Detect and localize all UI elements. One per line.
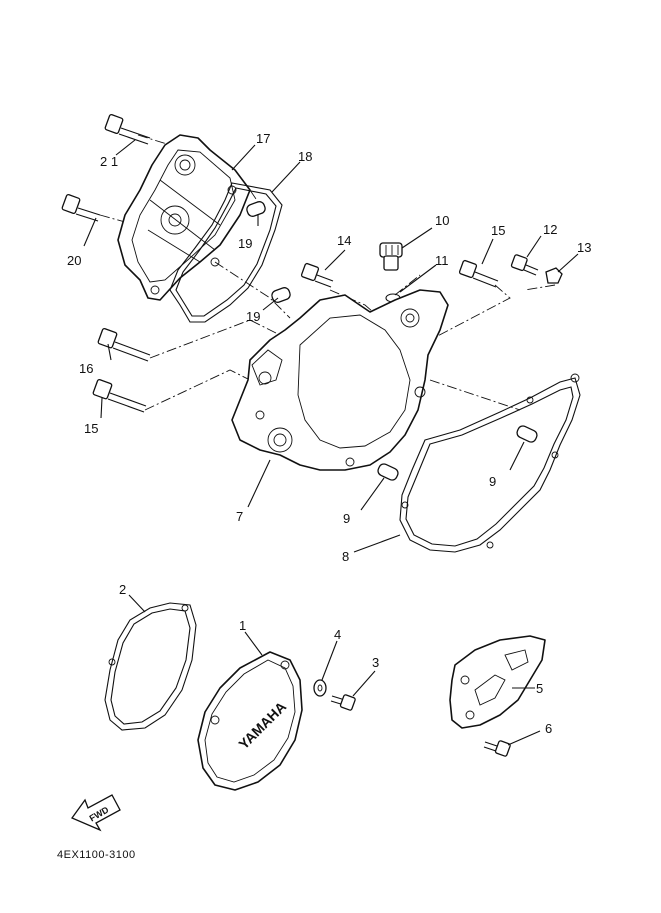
washer-4 [313, 679, 327, 697]
label-3: 3 [372, 655, 379, 670]
label-12: 12 [543, 222, 557, 237]
label-21: 2 1 [100, 154, 118, 169]
clutch-cover-17 [117, 134, 251, 301]
bolt-15-left [92, 379, 147, 413]
gasket-8 [399, 373, 581, 553]
label-7: 7 [236, 509, 243, 524]
generator-cover-1: YAMAHA [197, 651, 303, 791]
label-2: 2 [119, 582, 126, 597]
label-14: 14 [337, 233, 351, 248]
bolt-14 [300, 262, 334, 288]
gasket-2 [104, 602, 197, 731]
label-4: 4 [334, 627, 341, 642]
gasket-18 [169, 182, 283, 323]
label-6: 6 [545, 721, 552, 736]
label-18: 18 [298, 149, 312, 164]
bolt-6 [483, 740, 511, 757]
forward-arrow-icon: FWD [70, 794, 121, 832]
bolt-15-upper [458, 259, 499, 288]
label-17: 17 [256, 131, 270, 146]
leader-lines [83, 139, 579, 746]
bolt-3 [330, 694, 356, 711]
label-8: 8 [342, 549, 349, 564]
label-15-upper: 15 [491, 223, 505, 238]
label-20: 20 [67, 253, 81, 268]
diagram-code: 4EX1100-3100 [57, 849, 136, 861]
bolt-16 [97, 328, 151, 362]
label-9-right: 9 [489, 474, 496, 489]
part-labels: 2 1 17 18 20 19 19 14 10 11 15 12 13 16 … [67, 131, 591, 736]
label-16: 16 [79, 361, 93, 376]
dowel-9-right [516, 425, 538, 443]
label-1: 1 [239, 618, 246, 633]
bolt-21 [104, 114, 151, 145]
sprocket-cover-5 [449, 635, 546, 729]
label-9-left: 9 [343, 511, 350, 526]
oil-plug-10 [379, 242, 403, 271]
label-11: 11 [435, 253, 449, 268]
label-19-upper: 19 [238, 236, 252, 251]
label-10: 10 [435, 213, 449, 228]
bolt-12 [510, 254, 539, 276]
label-19-lower: 19 [246, 309, 260, 324]
label-13: 13 [577, 240, 591, 255]
crankcase-cover-7 [231, 289, 449, 471]
bolt-20 [61, 194, 101, 222]
dowel-19-upper [246, 201, 266, 217]
label-15-left: 15 [84, 421, 98, 436]
label-5: 5 [536, 681, 543, 696]
dowel-9-left [377, 463, 399, 481]
